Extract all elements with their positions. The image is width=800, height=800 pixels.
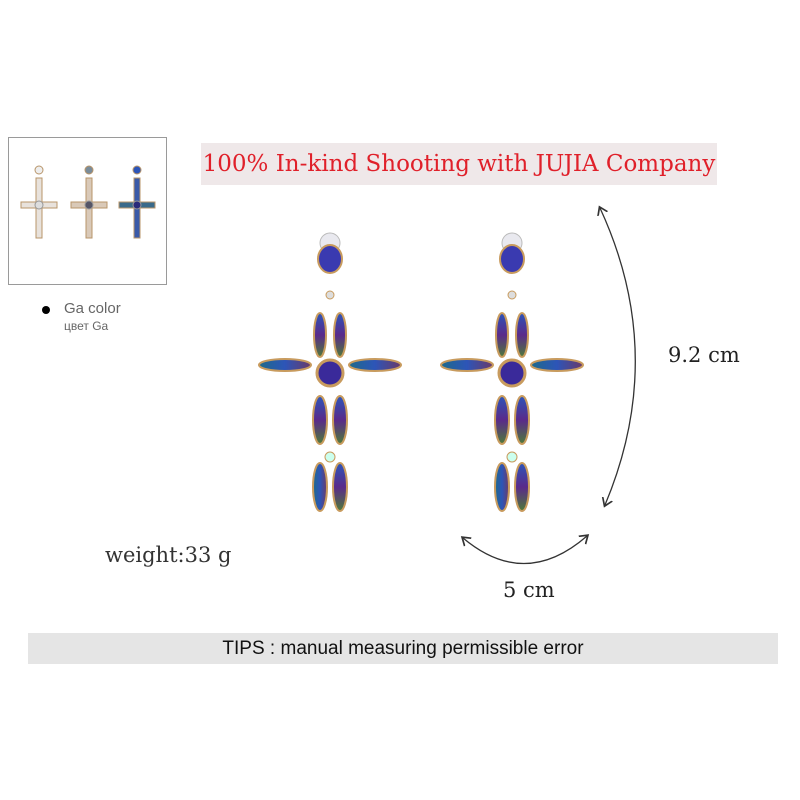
color-label-en: Ga color bbox=[64, 300, 121, 317]
height-label: 9.2 cm bbox=[668, 343, 740, 367]
height-arrow bbox=[600, 208, 636, 505]
width-label: 5 cm bbox=[503, 578, 555, 602]
earring-left-image bbox=[258, 232, 402, 512]
weight-label: weight:33 g bbox=[105, 543, 232, 567]
color-thumbnail[interactable] bbox=[8, 137, 167, 285]
width-arrow bbox=[463, 536, 587, 565]
thumbnail-earrings-image bbox=[20, 165, 156, 239]
earring-right-image bbox=[440, 232, 584, 512]
selected-dot-icon bbox=[42, 306, 50, 314]
color-label-ru: цвет Ga bbox=[64, 319, 109, 333]
banner: 100% In-kind Shooting with JUJIA Company bbox=[201, 143, 717, 185]
tips-bar: TIPS : manual measuring permissible erro… bbox=[28, 633, 778, 664]
